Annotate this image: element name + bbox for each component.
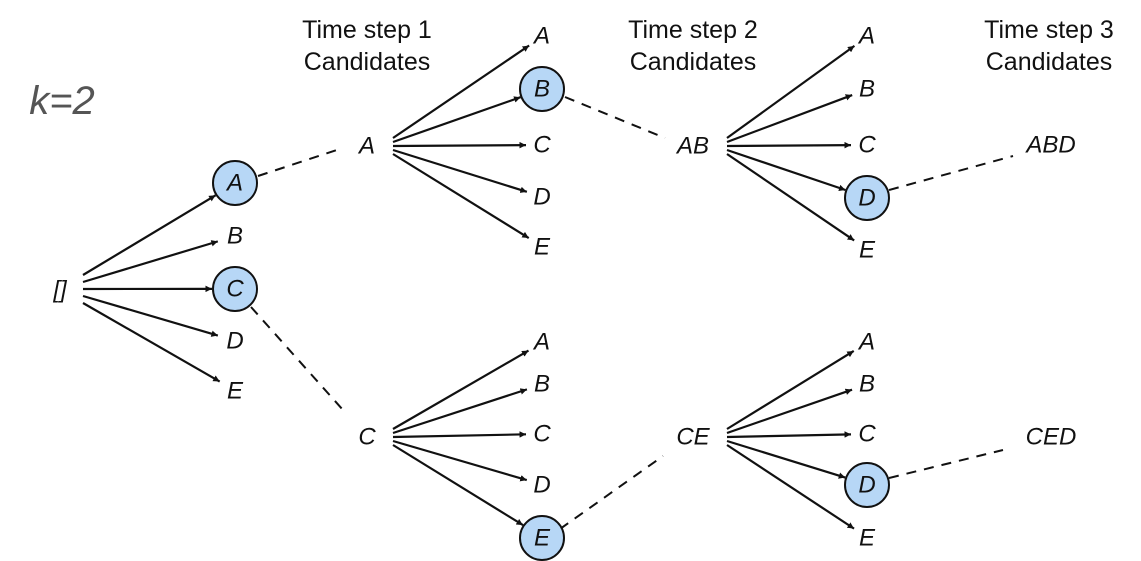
step3-lower-arrow-b (726, 388, 853, 435)
arrow-root-to-a (82, 194, 217, 276)
step1-candidate-a: A (225, 170, 243, 197)
result-sequence-upper: ABD (1024, 132, 1075, 159)
step2-upper-candidate-d: D (533, 184, 550, 211)
step3-lower-arrow-d (726, 439, 846, 479)
result-sequence-lower: CED (1026, 424, 1077, 451)
step2-lower-arrow-e (392, 444, 524, 527)
step3-lower-candidate-d: D (858, 472, 875, 499)
beam-link-e-to-prefix-ce (559, 455, 664, 530)
step3-upper-candidate-d: D (858, 185, 875, 212)
step2-upper-arrow-e (392, 153, 530, 239)
step2-lower-candidate-d: D (533, 472, 550, 499)
step2-lower-candidate-c: C (533, 421, 551, 448)
step2-lower-arrow-c (392, 431, 527, 439)
step2-lower-arrow-a (392, 349, 530, 430)
step2-lower-prefix: C (358, 424, 376, 451)
step1-candidate-c: C (226, 276, 244, 303)
root-empty-sequence: [] (52, 277, 68, 304)
step2-lower-candidate-a: A (532, 329, 550, 356)
step3-lower-candidate-b: B (859, 371, 875, 398)
beam-link-d-to-ced (888, 449, 1004, 479)
step3-upper-candidate-a: A (857, 23, 875, 50)
step2-lower-candidate-e: E (534, 525, 551, 552)
arrow-root-to-e (82, 302, 221, 383)
step2-lower-selected-e (519, 515, 565, 561)
step2-upper-candidate-a: A (532, 23, 550, 50)
step3-lower-arrow-a (726, 350, 855, 430)
step3-upper-prefix: AB (675, 133, 709, 160)
step3-lower-candidate-c: C (858, 421, 876, 448)
step3-upper-arrow-d (726, 148, 846, 192)
step2-lower-arrow-d (392, 439, 528, 482)
step2-upper-candidate-c: C (533, 132, 551, 159)
step1-candidate-d: D (226, 328, 243, 355)
beam-link-b-to-prefix-ab (564, 96, 666, 139)
beam-link-c-to-prefix-c (250, 306, 344, 411)
step3-lower-arrow-e (726, 444, 855, 530)
step2-lower-arrow-b (392, 388, 528, 435)
arrow-root-to-d (82, 294, 219, 337)
step3-lower-selected-d (844, 462, 890, 508)
step2-lower-candidate-b: B (534, 371, 550, 398)
beam-width-label: k=2 (29, 79, 95, 123)
step3-lower-candidate-e: E (859, 525, 876, 552)
step2-upper-arrow-d (392, 148, 528, 193)
step1-candidate-b: B (227, 223, 243, 250)
step3-upper-arrow-e (726, 153, 855, 242)
step2-upper-arrow-c (392, 141, 527, 149)
step2-upper-prefix: A (357, 133, 375, 160)
step3-upper-candidate-c: C (858, 132, 876, 159)
arrow-root-to-b (82, 240, 219, 284)
selected-step1-c (212, 266, 258, 312)
step3-lower-candidate-a: A (857, 329, 875, 356)
step2-upper-candidate-b: B (534, 76, 550, 103)
step3-upper-candidate-b: B (859, 76, 875, 103)
step2-upper-arrow-b (392, 96, 521, 144)
step3-upper-arrow-a (726, 44, 856, 139)
selected-step1-a (212, 160, 258, 206)
step1-candidate-e: E (227, 378, 244, 405)
beam-link-a-to-prefix-a (257, 147, 344, 177)
step2-upper-selected-b (519, 66, 565, 112)
step3-upper-candidate-e: E (859, 237, 876, 264)
step3-upper-arrow-b (726, 94, 853, 144)
step3-upper-selected-d (844, 175, 890, 221)
step2-upper-candidate-e: E (534, 234, 551, 261)
step3-upper-arrow-c (726, 141, 852, 149)
step3-lower-prefix: CE (676, 424, 710, 451)
step2-upper-arrow-a (392, 44, 530, 139)
beam-link-d-to-abd (888, 155, 1014, 191)
step3-lower-arrow-c (726, 431, 852, 439)
